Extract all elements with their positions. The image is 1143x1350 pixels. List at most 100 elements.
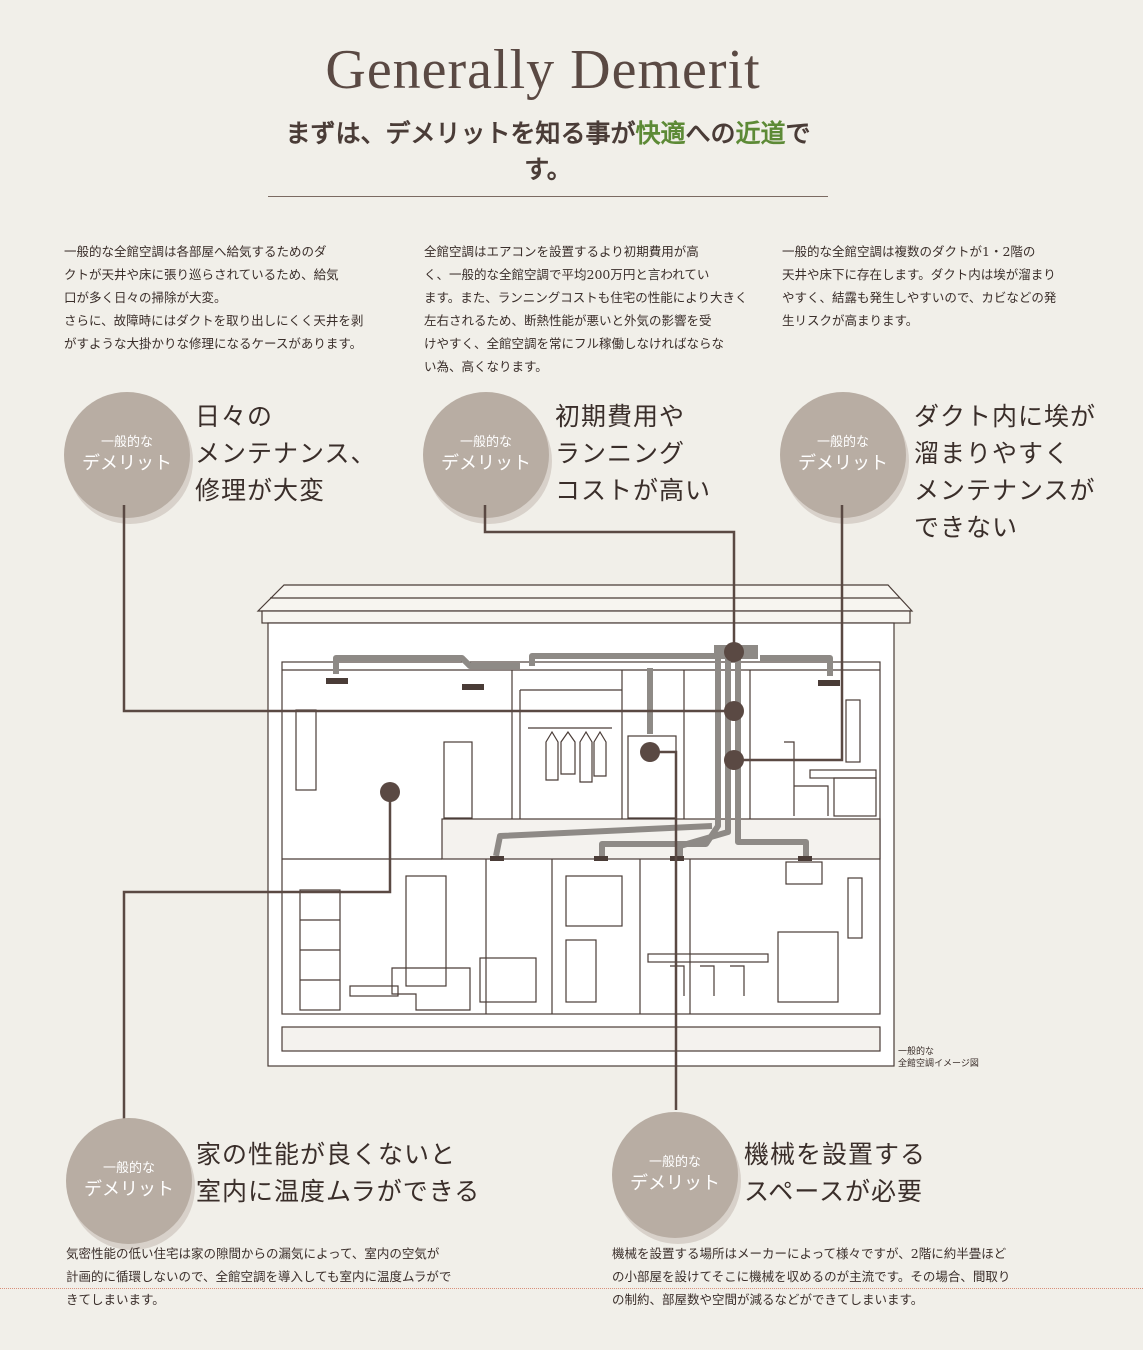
badge-label-demerit: デメリット — [441, 453, 531, 474]
desc-line: の小部屋を設けてそこに機械を収めるのが主流です。その場合、間取り — [612, 1269, 1011, 1284]
demerit-3-description: 一般的な全館空調は複数のダクトが1・2階の 天井や床下に存在します。ダクト内は埃… — [782, 240, 1056, 332]
desc-line: 天井や床下に存在します。ダクト内は埃が溜まり — [782, 267, 1056, 282]
callout-dot — [724, 642, 744, 662]
upper-door — [443, 741, 473, 819]
headline-line: コストが高い — [555, 476, 712, 505]
headline-line: スペースが必要 — [744, 1177, 924, 1206]
desc-line: い為、高くなります。 — [424, 359, 548, 374]
desc-line: さらに、故障時にはダクトを取り出しにくく天井を剥 — [64, 313, 364, 328]
lower-duct-left — [493, 823, 713, 857]
demerit-5-description: 機械を設置する場所はメーカーによって様々ですが、2階に約半畳ほど の小部屋を設け… — [612, 1242, 1010, 1311]
headline-line: できない — [914, 513, 1019, 542]
demerit-2-description: 全館空調はエアコンを設置するより初期費用が高 く、一般的な全館空調で平均200万… — [424, 240, 748, 378]
kitchen-window — [847, 877, 863, 939]
demerit-1-badge: 一般的な デメリット — [64, 392, 190, 518]
demerit-4-headline: 家の性能が良くないと 室内に温度ムラができる — [196, 1136, 480, 1210]
foundation — [281, 1026, 881, 1052]
callout-line-2 — [483, 505, 736, 652]
attic-duct-right — [760, 655, 833, 676]
air-vent — [462, 684, 484, 690]
dining-table — [647, 953, 769, 963]
diagram-caption: 一般的な 全館空調イメージ図 — [898, 1046, 979, 1070]
vertical-duct — [677, 650, 731, 856]
headline-line: 室内に温度ムラができる — [196, 1177, 481, 1206]
desc-line: 気密性能の低い住宅は家の隙間からの漏気によって、室内の空気が — [66, 1246, 440, 1261]
subtitle-prefix: まずは、デメリットを知る事が — [285, 119, 636, 148]
kitchen-counter — [777, 931, 839, 1003]
subtitle-accent-comfort: 快適 — [635, 119, 686, 148]
desc-line: 口が多く日々の掃除が大変。 — [64, 290, 227, 305]
demerit-2-headline: 初期費用や ランニング コストが高い — [555, 398, 711, 509]
dining-chairs — [670, 965, 745, 996]
headline-line: ランニング — [555, 439, 686, 468]
subtitle-middle: への — [685, 119, 736, 148]
dotted-divider — [0, 1288, 1143, 1289]
desc-line: 一般的な全館空調は各部屋へ給気するためのダ — [64, 244, 327, 259]
headline-line: 修理が大変 — [195, 476, 326, 505]
attic-duct-center — [529, 653, 714, 666]
badge-label-demerit: デメリット — [798, 453, 888, 474]
badge-label-general: 一般的な — [648, 1155, 701, 1170]
callout-line-4 — [122, 792, 392, 1120]
callout-dot — [380, 782, 400, 802]
range-hood — [785, 861, 823, 885]
callout-line-1 — [122, 505, 734, 713]
desc-line: やすく、結露も発生しやすいので、カビなどの発 — [782, 290, 1057, 305]
lower-door — [405, 875, 447, 987]
badge-label-demerit: デメリット — [82, 453, 172, 474]
demerit-5-badge: 一般的な デメリット — [612, 1112, 738, 1238]
headline-line: 日々の — [195, 402, 274, 431]
desc-line: クトが天井や床に張り巡らされているため、給気 — [64, 267, 339, 282]
desc-line: けやすく、全館空調を常にフル稼働しなければならな — [424, 336, 725, 351]
right-window — [845, 699, 861, 763]
second-floor-slab — [441, 818, 881, 860]
callout-dot — [724, 750, 744, 770]
badge-label-general: 一般的な — [459, 435, 512, 450]
caption-line: 全館空調イメージ図 — [898, 1059, 979, 1069]
page-title: Generally Demerit — [325, 39, 761, 101]
desc-line: 生リスクが高まります。 — [782, 313, 919, 328]
hanging-clothes — [545, 730, 607, 783]
demerit-1-headline: 日々の メンテナンス、 修理が大変 — [195, 398, 377, 509]
subtitle-suffix: です。 — [524, 119, 811, 184]
subtitle-accent-shortcut: 近道 — [735, 119, 786, 148]
desc-line: がすような大掛かりな修理になるケースがあります。 — [64, 336, 363, 351]
desc-line: ます。また、ランニングコストも住宅の性能により大きく — [424, 290, 748, 305]
desc-line: 全館空調はエアコンを設置するより初期費用が高 — [424, 244, 699, 259]
callout-dot — [724, 701, 744, 721]
air-vent — [818, 680, 840, 686]
demerit-5-headline: 機械を設置する スペースが必要 — [744, 1136, 926, 1210]
badge-label-general: 一般的な — [100, 435, 153, 450]
headline-line: メンテナンス、 — [195, 439, 377, 468]
headline-line: 機械を設置する — [744, 1140, 927, 1169]
sofa — [391, 967, 471, 1011]
headline-line: 溜まりやすく — [914, 439, 1071, 468]
demerit-3-badge: 一般的な デメリット — [780, 392, 906, 518]
badge-label-demerit: デメリット — [630, 1173, 720, 1194]
desc-line: きてしまいます。 — [66, 1292, 165, 1307]
air-vent — [594, 856, 608, 861]
bathroom-window — [565, 875, 623, 927]
demerit-1-description: 一般的な全館空調は各部屋へ給気するためのダ クトが天井や床に張り巡らされているた… — [64, 240, 363, 355]
bathtub — [479, 957, 537, 1003]
badge-label-general: 一般的な — [102, 1161, 155, 1176]
page-subtitle: まずは、デメリットを知る事が快適への近道です。 — [268, 114, 828, 197]
desc-line: 機械を設置する場所はメーカーによって様々ですが、2階に約半畳ほど — [612, 1246, 1007, 1261]
eaves — [261, 610, 911, 624]
badge-label-general: 一般的な — [816, 435, 869, 450]
air-vent — [798, 856, 812, 861]
demerit-4-description: 気密性能の低い住宅は家の隙間からの漏気によって、室内の空気が 計画的に循環しない… — [66, 1242, 451, 1311]
desc-line: 左右されるため、断熱性能が悪いと外気の影響を受 — [424, 313, 712, 328]
chair — [784, 741, 829, 816]
coffee-table — [349, 985, 399, 997]
badge-label-demerit: デメリット — [84, 1179, 174, 1200]
desc-line: 一般的な全館空調は複数のダクトが1・2階の — [782, 244, 1036, 259]
washbasin — [565, 939, 597, 1003]
desc-line: の制約、部屋数や空間が減るなどができてしまいます。 — [612, 1292, 924, 1307]
callout-dot — [640, 742, 660, 762]
headline-line: ダクト内に埃が — [914, 402, 1097, 431]
desc-line: く、一般的な全館空調で平均200万円と言われてい — [424, 267, 710, 282]
desk-box — [833, 777, 877, 817]
demerit-3-headline: ダクト内に埃が 溜まりやすく メンテナンスが できない — [914, 398, 1096, 546]
